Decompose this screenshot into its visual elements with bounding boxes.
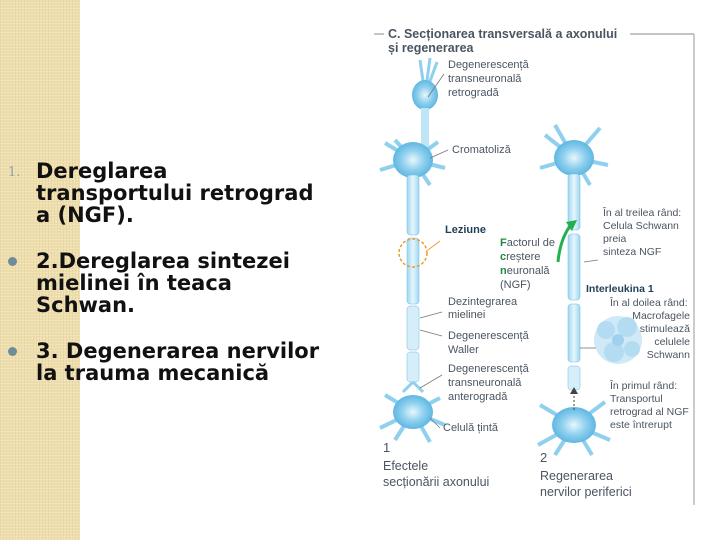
svg-text:neuronală: neuronală [500, 265, 550, 277]
label-primul: În primul rând: [609, 379, 677, 392]
label-treilea: În al treilea rând: [602, 206, 681, 219]
figure-captions: 1 Efectele secționării axonului 2 Regene… [383, 440, 632, 499]
decorative-side-stripe [0, 0, 80, 540]
label-transneuronala: transneuronală [448, 73, 522, 85]
caption-2-line1: Regenerarea [540, 469, 613, 483]
bullet-dot-icon [8, 257, 17, 266]
lesion-circle [398, 238, 428, 268]
bullet-item-1: 1. Dereglarea transportului retrograd a … [8, 159, 326, 227]
bullet-list: 1. Dereglarea transportului retrograd a … [8, 159, 326, 385]
target-cell-left [379, 393, 446, 443]
ngf-label: Factorul de creștere neuronală (NGF) [500, 237, 555, 291]
bullet-item-2: 2.Dereglarea sintezei mielinei în teaca … [8, 249, 326, 317]
label-schwann: Schwann [647, 349, 690, 361]
upper-neuron-left [412, 57, 439, 148]
macrophage [594, 316, 642, 364]
label-degenerescenta-anterograda: Degenerescență [448, 363, 530, 375]
label-stimuleaza: stimulează [640, 323, 690, 335]
neuron-regeneration-figure: C. Secționarea transversală a axonului ș… [374, 27, 695, 505]
label-celula-tinta: Celulă țintă [443, 422, 499, 434]
label-este-intrerupt: este întrerupt [610, 419, 672, 431]
svg-text:Factorul de: Factorul de [500, 237, 555, 249]
list-number: 1. [8, 165, 21, 180]
label-degenerescenta-waller: Degenerescență [448, 330, 530, 342]
caption-1-line1: Efectele [383, 459, 428, 473]
caption-2-number: 2 [540, 450, 547, 465]
label-waller: Waller [448, 344, 479, 356]
middle-neuron-left [379, 138, 446, 394]
caption-2-line2: nervilor periferici [540, 485, 632, 499]
target-cell-right [537, 400, 611, 457]
bullet-text: 3. Degenerarea nervilor la trauma mecani… [36, 339, 320, 385]
label-macrofagele: Macrofagele [632, 310, 690, 322]
label-celula-schwann: Celula Schwann [603, 220, 679, 232]
label-interleukina: Interleukina 1 [586, 283, 654, 295]
caption-1-line2: secționării axonului [383, 475, 489, 489]
bullet-item-3: 3. Degenerarea nervilor la trauma mecani… [8, 339, 326, 385]
svg-text:creștere: creștere [500, 251, 540, 263]
svg-text:(NGF): (NGF) [500, 279, 531, 291]
label-retrograd-ngf: retrograd al NGF [610, 406, 689, 418]
label-cromatoliza: Cromatoliză [452, 144, 512, 156]
label-mielinei: mielinei [448, 309, 485, 321]
label-retrograda: retrogradă [448, 87, 500, 99]
label-transportul: Transportul [610, 393, 663, 405]
bullet-text: Dereglarea transportului retrograd a (NG… [36, 159, 314, 227]
label-transneuronala-2: transneuronală [448, 377, 522, 389]
upper-neuron-right [539, 124, 609, 391]
left-labels: Degenerescență transneuronală retrogradă… [419, 59, 530, 434]
bullet-text: 2.Dereglarea sintezei mielinei în teaca … [36, 249, 290, 317]
label-preia: preia [603, 233, 627, 245]
label-doilea: În al doilea rând: [609, 296, 688, 309]
label-degenerescenta-retrograda: Degenerescență [448, 59, 530, 71]
label-leziune: Leziune [445, 224, 486, 236]
green-arrow-icon [556, 225, 572, 263]
label-sinteza-ngf: sinteza NGF [603, 246, 661, 258]
bullet-dot-icon [8, 347, 17, 356]
figure-title: C. Secționarea transversală a axonului [388, 27, 617, 41]
label-anterograda: anterogradă [448, 391, 508, 403]
figure-title-line2: și regenerarea [388, 41, 475, 55]
label-celulele: celulele [654, 336, 690, 348]
caption-1-number: 1 [383, 440, 390, 455]
right-labels: În al treilea rând: Celula Schwann preia… [586, 206, 690, 431]
label-dezintegrarea: Dezintegrarea [448, 296, 518, 308]
